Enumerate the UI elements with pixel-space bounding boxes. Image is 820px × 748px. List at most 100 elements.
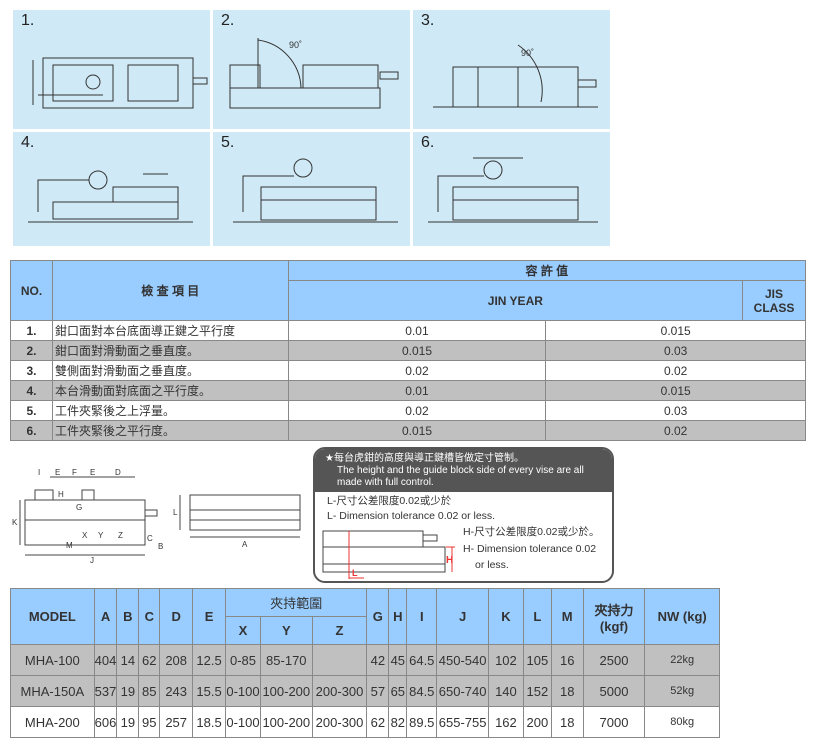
row-no: 3.: [10, 360, 53, 381]
dim-label-A: A: [242, 540, 248, 549]
dim-label-B: B: [158, 542, 163, 551]
header-nw: NW (kg): [644, 588, 720, 645]
row-jis: 0.02: [545, 420, 806, 441]
row-item: 本台滑動面對底面之平行度。: [51, 380, 289, 401]
inspection-panel-6: 6.: [413, 132, 610, 246]
row-jis: 0.015: [545, 320, 806, 341]
cell-nw: 22kg: [644, 644, 720, 676]
panel-number: 1.: [21, 12, 35, 29]
dim-label-G: G: [76, 503, 82, 512]
panel-number: 3.: [421, 12, 435, 29]
header-A: A: [93, 588, 118, 645]
cell-l: 200: [522, 706, 552, 738]
header-jis-class: JIS CLASS: [742, 280, 806, 321]
panel-number: 4.: [21, 134, 35, 151]
header-Y: Y: [259, 616, 313, 645]
header-L: L: [522, 588, 552, 645]
header-K: K: [488, 588, 524, 645]
row-jin-year: 0.015: [287, 340, 547, 361]
header-no: NO.: [10, 260, 53, 321]
header-C: C: [138, 588, 161, 645]
note-header: ★每台虎鉗的高度與導正鍵槽皆做定寸管制。The height and the g…: [315, 449, 612, 492]
cell-nw: 52kg: [644, 675, 720, 707]
angle-label: 90˚: [289, 40, 302, 50]
dim-label-E2: E: [90, 468, 95, 477]
panel-number: 5.: [221, 134, 235, 151]
header-D: D: [159, 588, 194, 645]
cell-m: 18: [550, 675, 584, 707]
row-item: 工件夾緊後之平行度。: [51, 420, 289, 441]
cell-force: 5000: [582, 675, 646, 707]
inspection-panel-5: 5.: [213, 132, 410, 246]
cell-model: MHA-150A: [10, 675, 95, 707]
cell-z: 200-300: [311, 675, 368, 707]
dim-label-Z: Z: [118, 531, 123, 540]
panel-number: 6.: [421, 134, 435, 151]
cell-d: 243: [159, 675, 194, 707]
header-clamping-range: 夾持範圍: [225, 588, 368, 617]
cell-x: 0-100: [225, 675, 261, 707]
row-jin-year: 0.02: [287, 400, 547, 421]
header-item: 檢 查 項 目: [51, 260, 289, 321]
row-jis: 0.03: [545, 400, 806, 421]
cell-force: 7000: [582, 706, 646, 738]
dim-label-C: C: [147, 534, 153, 543]
note-h-cn: H-尺寸公差限度0.02或少於。: [463, 526, 600, 538]
header-clamping-force: 夾持力 (kgf): [582, 588, 646, 645]
cell-e: 15.5: [192, 675, 227, 707]
header-B: B: [116, 588, 140, 645]
dim-label-X: X: [82, 531, 88, 540]
dim-label-M: M: [66, 541, 73, 550]
cell-g: 42: [366, 644, 390, 676]
cell-d: 208: [159, 644, 194, 676]
row-jin-year: 0.02: [287, 360, 547, 381]
cell-d: 257: [159, 706, 194, 738]
cell-g: 57: [366, 675, 390, 707]
row-no: 6.: [10, 420, 53, 441]
vise-top-view-diagram: [32, 57, 208, 109]
panel-number: 2.: [221, 12, 235, 29]
header-G: G: [366, 588, 390, 645]
cell-g: 62: [366, 706, 390, 738]
note-h-en-2: or less.: [475, 559, 509, 571]
row-no: 1.: [10, 320, 53, 341]
header-E: E: [192, 588, 227, 645]
cell-i: 84.5: [406, 675, 438, 707]
cell-h: 45: [388, 644, 408, 676]
row-jin-year: 0.01: [287, 320, 547, 341]
inspection-panel-2: 2. 90˚: [213, 10, 410, 129]
cell-i: 89.5: [406, 706, 438, 738]
cell-j: 655-755: [436, 706, 489, 738]
note-h-en: H- Dimension tolerance 0.02: [463, 543, 597, 555]
cell-h: 65: [388, 675, 408, 707]
row-item: 鉗口面對滑動面之垂直度。: [51, 340, 289, 361]
cell-force: 2500: [582, 644, 646, 676]
row-jin-year: 0.015: [287, 420, 547, 441]
header-allowance: 容 許 值: [287, 260, 807, 281]
row-no: 2.: [10, 340, 53, 361]
row-item: 雙側面對滑動面之垂直度。: [51, 360, 289, 381]
row-item: 工件夾緊後之上浮量。: [51, 400, 289, 421]
cell-j: 450-540: [436, 644, 489, 676]
vise-parallelism-diagram: [28, 170, 193, 223]
row-no: 4.: [10, 380, 53, 401]
h-marker: H: [446, 555, 453, 566]
dim-label-I: I: [38, 468, 40, 477]
cell-nw: 80kg: [644, 706, 720, 738]
cell-k: 102: [488, 644, 524, 676]
note-l-cn: L-尺寸公差限度0.02或少於: [327, 495, 452, 507]
cell-i: 64.5: [406, 644, 438, 676]
cell-c: 62: [138, 644, 161, 676]
note-title: ★每台虎鉗的高度與導正鍵槽皆做定寸管制。: [325, 453, 524, 464]
header-I: I: [406, 588, 438, 645]
